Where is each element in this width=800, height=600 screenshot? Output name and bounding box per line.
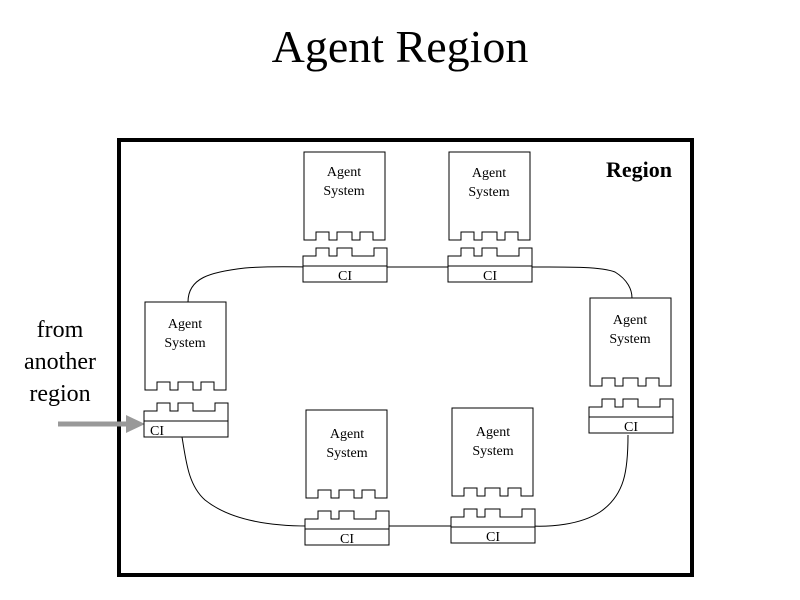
ci-label: CI bbox=[486, 530, 500, 545]
ci-box bbox=[143, 402, 229, 438]
agent-system-label-line-2: System bbox=[609, 332, 650, 347]
ci-box bbox=[588, 398, 674, 434]
ci-label: CI bbox=[150, 424, 164, 439]
agent-system-label-line-1: Agent bbox=[330, 427, 364, 442]
agent-system-box bbox=[448, 151, 531, 241]
link-right-to-bottom-right bbox=[529, 434, 629, 527]
agent-system-box bbox=[589, 297, 672, 387]
agent-system-label-line-2: System bbox=[323, 184, 364, 199]
from-another-region-label: from another region bbox=[10, 314, 110, 410]
link-bottom-left-to-left bbox=[181, 436, 309, 527]
ci-box bbox=[450, 508, 536, 544]
agent-system-label-line-2: System bbox=[164, 336, 205, 351]
page-title: Agent Region bbox=[271, 21, 529, 72]
ci-label: CI bbox=[483, 269, 497, 284]
agent-system-box bbox=[451, 407, 534, 497]
ci-box bbox=[302, 247, 388, 283]
agent-system-box bbox=[144, 301, 227, 391]
agent-system-box bbox=[305, 409, 388, 499]
agent-system-label-line-1: Agent bbox=[476, 425, 510, 440]
region-label: Region bbox=[606, 157, 672, 182]
agent-nodes: AgentSystemCIAgentSystemCIAgentSystemCIA… bbox=[143, 151, 674, 547]
agent-system-label-line-1: Agent bbox=[613, 313, 647, 328]
inbound-arrow bbox=[58, 415, 145, 433]
communication-links bbox=[181, 266, 633, 527]
ci-label: CI bbox=[338, 269, 352, 284]
agent-system-box bbox=[303, 151, 386, 241]
ci-label: CI bbox=[624, 420, 638, 435]
ci-box bbox=[304, 510, 390, 546]
link-left-to-top-left bbox=[187, 266, 307, 303]
ci-label: CI bbox=[340, 532, 354, 547]
agent-system-label-line-2: System bbox=[326, 446, 367, 461]
external-label-line-3: region bbox=[29, 381, 91, 407]
ci-box bbox=[447, 247, 533, 283]
external-label-line-1: from bbox=[36, 317, 84, 343]
agent-system-label-line-2: System bbox=[472, 444, 513, 459]
agent-system-label-line-1: Agent bbox=[472, 166, 506, 181]
external-label-line-2: another bbox=[24, 349, 96, 375]
agent-system-label-line-1: Agent bbox=[327, 165, 361, 180]
region-frame bbox=[117, 138, 694, 577]
agent-system-label-line-2: System bbox=[468, 185, 509, 200]
agent-system-label-line-1: Agent bbox=[168, 317, 202, 332]
link-top-right-to-right bbox=[526, 266, 633, 299]
